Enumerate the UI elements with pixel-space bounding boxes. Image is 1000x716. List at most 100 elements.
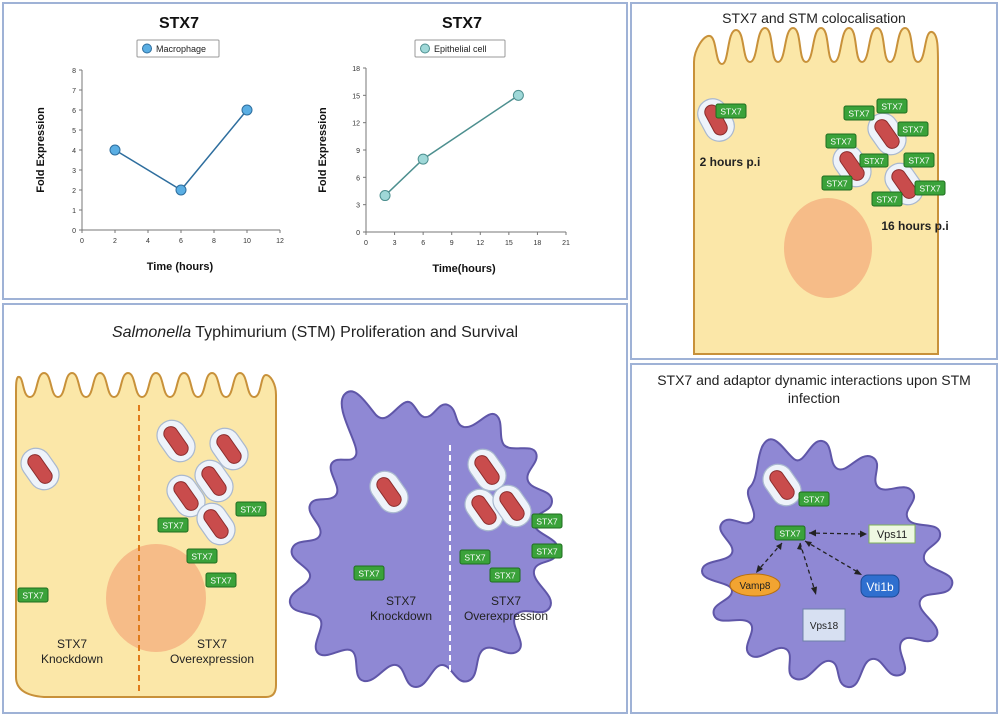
label-2-hours: 2 hours p.i [700,155,761,169]
svg-text:STX7: STX7 [908,156,930,166]
vti1b-box: Vti1b [860,574,900,598]
stx7-tag: STX7 [903,152,935,168]
x-tick-label: 2 [113,238,117,245]
svg-text:STX7: STX7 [210,576,232,586]
x-tick-label: 21 [562,240,570,247]
x-tick-label: 18 [534,240,542,247]
y-tick-label: 3 [72,168,76,175]
series-line [384,94,519,197]
macro-overexpression-line2: Overexpression [464,609,548,623]
stx7-tag: STX7 [531,543,563,559]
stx7-tag: STX7 [843,105,875,121]
svg-text:STX7: STX7 [162,521,184,531]
svg-text:Vti1b: Vti1b [866,580,894,594]
stx7-tag: STX7 [825,133,857,149]
y-axis-label: Fold Expression [317,107,329,193]
stx7-tag: STX7 [235,501,267,517]
svg-text:STX7: STX7 [22,591,44,601]
epi-overexpression-line2: Overexpression [170,652,254,666]
y-tick-label: 5 [72,128,76,135]
adaptor-title: STX7 and adaptor dynamic interactions up… [657,372,971,406]
stx7-tag: STX7 [186,548,218,564]
y-tick-label: 18 [352,66,360,73]
x-tick-label: 8 [212,238,216,245]
stx7-tag: STX7 [871,191,903,207]
stx7-tag: STX7 [157,517,189,533]
svg-text:STX7: STX7 [240,505,262,515]
macrophage-cell [288,390,560,689]
data-point [241,104,253,116]
svg-text:STX7: STX7 [191,552,213,562]
stx7-tag: STX7 [914,180,946,196]
legend-label: Epithelial cell [434,44,487,54]
epi-knockdown-line2: Knockdown [41,652,103,666]
x-tick-label: 15 [505,240,513,247]
x-tick-label: 6 [179,238,183,245]
y-tick-label: 9 [356,148,360,155]
macro-overexpression-line1: STX7 [491,594,521,608]
svg-text:STX7: STX7 [881,102,903,112]
y-tick-label: 12 [352,121,360,128]
y-tick-label: 0 [356,230,360,237]
x-tick-label: 9 [450,240,454,247]
epi-knockdown-line1: STX7 [57,637,87,651]
proliferation-title: Salmonella Typhimurium (STM) Proliferati… [4,324,626,342]
macro-knockdown-line1: STX7 [386,594,416,608]
y-tick-label: 7 [72,88,76,95]
vps18-box: Vps18 [802,608,846,642]
x-tick-label: 0 [364,240,368,247]
data-point [175,184,187,196]
y-tick-label: 1 [72,208,76,215]
proliferation-panel: Salmonella Typhimurium (STM) Proliferati… [2,303,628,714]
svg-text:STX7: STX7 [902,125,924,135]
nucleus [106,544,206,652]
adaptor-panel: STX7 and adaptor dynamic interactions up… [630,363,998,714]
x-tick-label: 3 [393,240,397,247]
svg-text:STX7: STX7 [876,195,898,205]
legend-box [414,39,506,58]
colocalisation-panel: STX7 and STM colocalisation STX7 2 hours… [630,2,998,360]
stx7-tag: STX7 [353,565,385,581]
y-tick-label: 15 [352,93,360,100]
macrophage-cell [700,438,954,688]
svg-text:STX7: STX7 [803,495,825,505]
x-tick-label: 12 [476,240,484,247]
data-point [109,144,121,156]
stx7-tag: STX7 [821,175,853,191]
stx7-tag: STX7 [859,153,889,168]
arrow-heads [756,529,867,595]
series-line [114,109,248,191]
y-tick-label: 6 [72,108,76,115]
interaction-arrows [759,532,861,589]
svg-text:Vps18: Vps18 [810,621,839,632]
x-tick-label: 6 [421,240,425,247]
nucleus [784,198,872,298]
macro-knockdown-line2: Knockdown [370,609,432,623]
epithelial-cell [15,371,277,698]
y-tick-label: 8 [72,68,76,75]
legend-box [136,39,220,58]
stx7-tag: STX7 [876,98,908,114]
x-tick-label: 12 [276,238,284,245]
legend-marker [142,43,152,54]
svg-text:STX7: STX7 [779,529,801,539]
x-tick-label: 4 [146,238,150,245]
svg-text:Vamp8: Vamp8 [740,581,771,592]
svg-text:STX7: STX7 [494,571,516,581]
svg-text:STX7: STX7 [536,547,558,557]
x-tick-label: 10 [243,238,251,245]
label-16-hours: 16 hours p.i [881,219,948,233]
proliferation-svg: STX7 STX7 STX7 STX7 STX7 STX7 Knockdown … [14,371,563,698]
y-tick-label: 6 [356,175,360,182]
data-point [512,89,524,101]
stx7-tag: STX7 [715,103,747,119]
adaptor-svg: STX7 STX7 Vps11 Vamp8 Vti1b Vps18 [700,438,954,688]
stx7-central-tag: STX7 [774,525,806,541]
stx7-tag: STX7 [798,491,830,507]
epi-overexpression-line1: STX7 [197,637,227,651]
svg-text:STX7: STX7 [720,107,742,117]
svg-text:Vps11: Vps11 [877,529,907,541]
